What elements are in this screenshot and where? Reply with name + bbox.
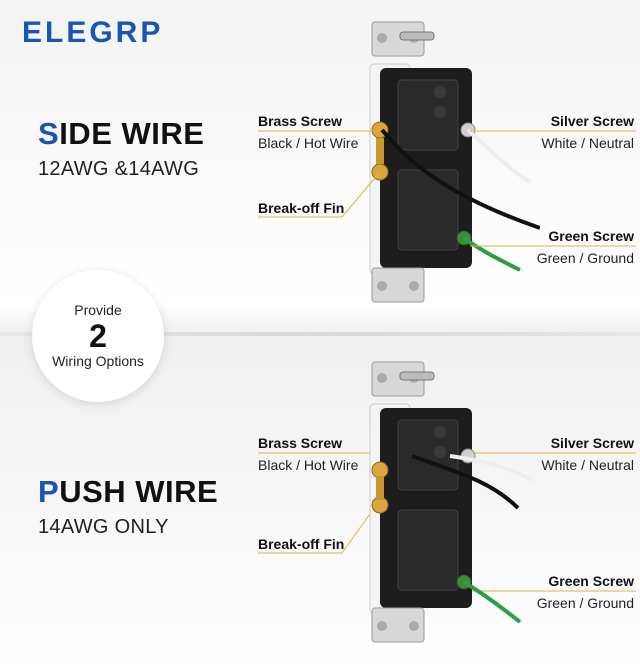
- outlet-side-wire-icon: [369, 21, 540, 303]
- wiring-options-badge: Provide 2 Wiring Options: [32, 270, 164, 402]
- brand-logo: ELEGRP: [22, 16, 164, 49]
- side-wire-subtitle: 12AWG &14AWG: [38, 158, 200, 180]
- top-black-hot-label: Black / Hot Wire: [258, 135, 359, 151]
- bottom-green-screw-label: Green Screw: [548, 573, 634, 589]
- bottom-breakoff-fin-label: Break-off Fin: [258, 536, 345, 552]
- outlet-push-wire-icon: [369, 361, 533, 643]
- top-green-screw-label: Green Screw: [548, 228, 634, 244]
- push-wire-title: PUSH WIRE: [38, 474, 218, 510]
- bottom-white-neutral-label: White / Neutral: [541, 457, 634, 473]
- side-wire-title-rest: IDE WIRE: [59, 116, 205, 151]
- badge-number: 2: [89, 318, 107, 354]
- top-white-neutral-label: White / Neutral: [541, 135, 634, 151]
- push-wire-subtitle: 14AWG ONLY: [38, 516, 169, 538]
- top-green-ground-label: Green / Ground: [536, 250, 634, 266]
- top-silver-screw-label: Silver Screw: [550, 113, 634, 129]
- side-wire-title: SIDE WIRE: [38, 116, 204, 152]
- push-wire-title-rest: USH WIRE: [59, 474, 219, 509]
- bottom-brass-screw-label: Brass Screw: [258, 435, 343, 451]
- top-brass-screw-label: Brass Screw: [258, 113, 343, 129]
- top-breakoff-fin-label: Break-off Fin: [258, 200, 345, 216]
- bottom-black-hot-label: Black / Hot Wire: [258, 457, 359, 473]
- bottom-green-ground-label: Green / Ground: [536, 595, 634, 611]
- push-wire-title-initial: P: [38, 474, 60, 509]
- section-divider: [0, 332, 640, 336]
- badge-line3: Wiring Options: [52, 353, 144, 369]
- bottom-silver-screw-label: Silver Screw: [550, 435, 634, 451]
- side-wire-title-initial: S: [38, 116, 60, 151]
- badge-line1: Provide: [74, 302, 122, 318]
